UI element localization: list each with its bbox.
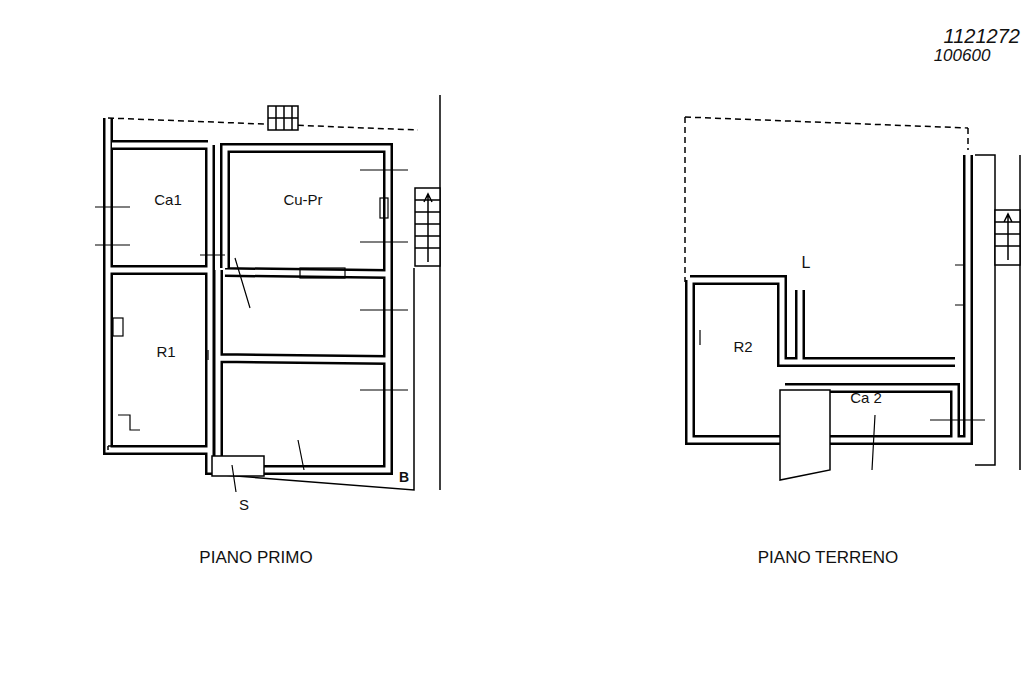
stairs [212, 106, 1020, 480]
floor-title: PIANO PRIMO [199, 549, 312, 568]
room-label: Ca1 [154, 192, 182, 209]
walls [108, 118, 968, 470]
room-label: B [399, 470, 409, 485]
sheet-number: 100600 [934, 47, 991, 66]
room-label: L [802, 254, 811, 272]
sheet-number: 1121272 [944, 25, 1020, 47]
floor-title: PIANO TERRENO [758, 549, 898, 568]
room-label: S [239, 497, 249, 514]
room-label: R2 [733, 339, 752, 356]
room-label: R1 [156, 344, 175, 361]
room-label: Ca 2 [850, 390, 882, 407]
room-label: Cu-Pr [283, 192, 322, 209]
openings [95, 170, 985, 492]
